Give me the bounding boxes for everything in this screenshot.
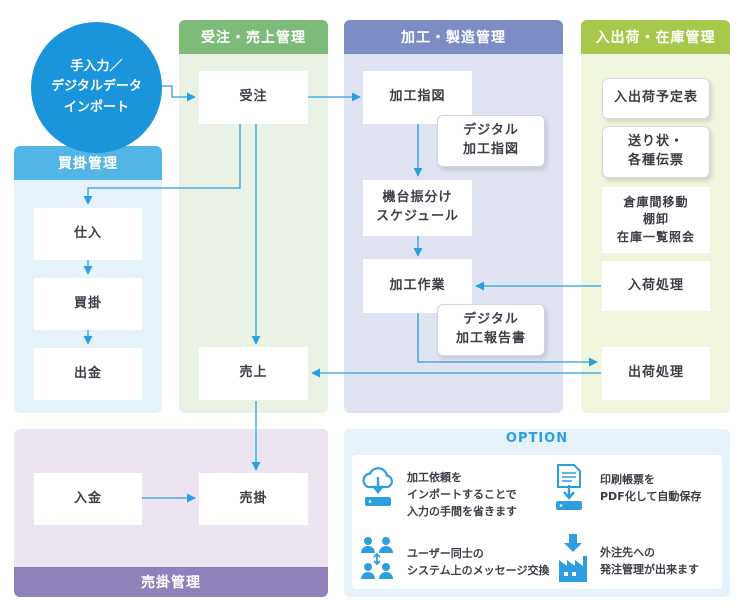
node-machine-schedule: 機台振分け スケジュール — [363, 180, 472, 236]
users-exchange-icon — [361, 537, 393, 579]
node-warehouse-ops: 倉庫間移動 棚卸 在庫一覧照会 — [602, 187, 710, 253]
option-item-pdf: 印刷帳票を PDF化して自動保存 — [552, 463, 722, 523]
node-sales: 売上 — [199, 347, 308, 400]
node-purchase-in: 仕入 — [34, 208, 142, 260]
node-invoice-slips: 送り状・ 各種伝票 — [602, 126, 710, 178]
option-panel: OPTION — [344, 429, 730, 597]
option-title: OPTION — [505, 431, 569, 446]
option-text-pdf: 印刷帳票を PDF化して自動保存 — [600, 473, 702, 504]
option-text-outsourcing: 外注先への 発注管理が出来ます — [600, 546, 699, 577]
option-item-messaging: ユーザー同士の システム上のメッセージ交換 — [360, 535, 550, 591]
option-item-import: 加工依頼を インポートすることで 入力の手間を省きます — [360, 463, 540, 523]
arrow-order-to-purchase — [83, 124, 241, 205]
node-receivable: 売掛 — [199, 473, 308, 525]
node-payment-out: 出金 — [34, 348, 142, 400]
node-receiving: 入荷処理 — [602, 261, 710, 311]
factory-icon — [559, 534, 587, 582]
option-item-outsourcing: 外注先への 発注管理が出来ます — [556, 532, 722, 588]
arrow-import-to-order — [160, 85, 196, 102]
node-digital-processing-instruction: デジタル 加工指図 — [437, 115, 545, 167]
node-digital-processing-report: デジタル 加工報告書 — [437, 304, 545, 356]
cloud-upload-icon — [362, 467, 393, 506]
sales-panel-title: 受注・売上管理 — [179, 20, 328, 54]
manufacturing-panel-title: 加工・製造管理 — [344, 20, 563, 54]
shipping-panel-title: 入出荷・在庫管理 — [581, 20, 730, 54]
node-order: 受注 — [199, 71, 308, 124]
receivable-panel-title: 売掛管理 — [14, 567, 328, 597]
node-shipping-schedule: 入出荷予定表 — [602, 78, 710, 119]
option-inner — [352, 455, 722, 589]
arrow-work-to-shipping — [417, 313, 598, 367]
pdf-document-icon — [556, 464, 582, 510]
node-payable: 買掛 — [34, 278, 142, 330]
node-shipping-out: 出荷処理 — [602, 347, 710, 400]
import-circle-label: 手入力／ デジタルデータ インポート — [51, 59, 142, 115]
import-circle: 手入力／ デジタルデータ インポート — [31, 22, 162, 153]
option-text-messaging: ユーザー同士の システム上のメッセージ交換 — [407, 547, 550, 578]
option-text-import: 加工依頼を インポートすることで 入力の手間を省きます — [407, 471, 517, 519]
node-payment-in: 入金 — [34, 473, 142, 525]
